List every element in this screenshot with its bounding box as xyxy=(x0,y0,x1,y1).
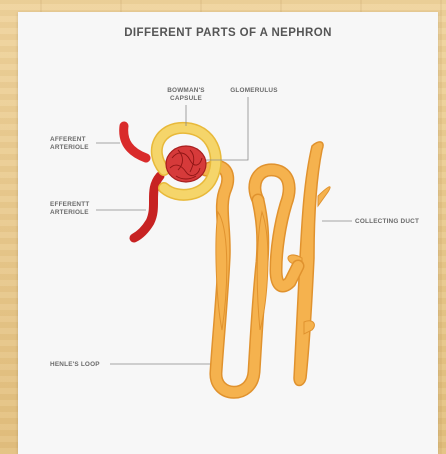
afferent-arteriole-label-line2: ARTERIOLE xyxy=(50,144,89,151)
bowmans-capsule-label-line2: CAPSULE xyxy=(170,95,202,102)
afferent-arteriole-vessel xyxy=(124,126,146,158)
efferent-arteriole-label-line2: ARTERIOLE xyxy=(50,209,89,216)
afferent-arteriole-label-line1: AFFERENT xyxy=(50,136,86,143)
efferent-arteriole-label-line1: EFFERENTT xyxy=(50,201,89,208)
bowmans-capsule-label-line1: BOWMAN'S xyxy=(167,87,205,94)
henles-loop-label: HENLE'S LOOP xyxy=(50,361,100,368)
collecting-duct-branch-1 xyxy=(318,187,330,206)
glomerulus-label: GLOMERULUS xyxy=(230,87,278,94)
glomerulus-shape xyxy=(166,146,206,182)
collecting-duct-label: COLLECTING DUCT xyxy=(355,218,419,225)
efferent-arteriole-vessel xyxy=(134,176,160,238)
ascending-limb-bulge xyxy=(257,212,268,330)
